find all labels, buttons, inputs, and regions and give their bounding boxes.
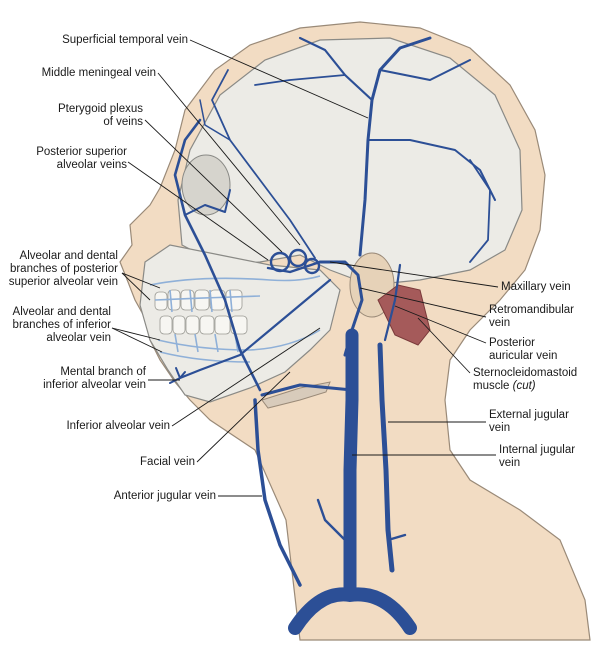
alveolar-dental-veins [149,275,321,363]
leader-lines [111,39,499,497]
teeth [154,289,248,335]
skull-orbit [181,154,231,216]
veins [169,36,496,635]
hyoid-bone [261,381,331,409]
